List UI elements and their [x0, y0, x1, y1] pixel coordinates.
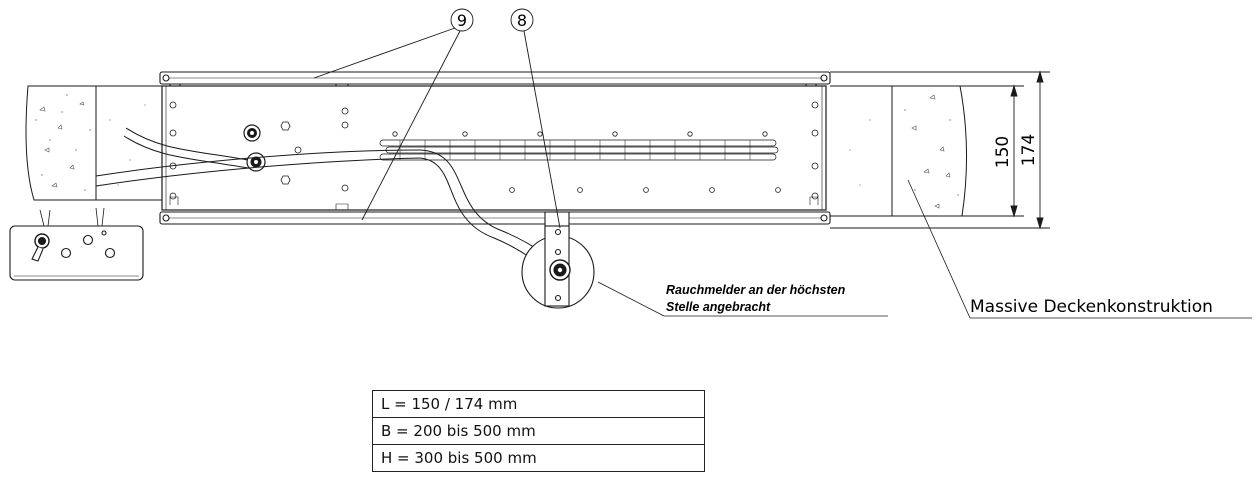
housing-body [161, 85, 827, 211]
dimension-outer-label: 174 [1019, 134, 1039, 166]
cable-gland-icon [243, 124, 266, 172]
smoke-detector-note-line2: Stelle angebracht [666, 300, 771, 314]
ceiling-leader [907, 179, 1252, 319]
spec-width: B = 200 bis 500 mm [372, 417, 705, 445]
concrete-ceiling-left [25, 85, 162, 201]
table-row: B = 200 bis 500 mm [372, 417, 705, 445]
table-row: L = 150 / 174 mm [372, 390, 705, 418]
top-rail [159, 71, 831, 99]
spec-table: L = 150 / 174 mm B = 200 bis 500 mm H = … [372, 390, 705, 472]
callout-8 [510, 8, 561, 229]
smoke-detector-note-line1: Rauchmelder an der höchsten [666, 283, 846, 297]
callout-9-label: 9 [457, 11, 467, 30]
callout-9 [313, 8, 474, 221]
bottom-rail [159, 211, 831, 225]
callout-8-label: 8 [517, 11, 527, 30]
dimension-inner-label: 150 [993, 136, 1013, 168]
smoke-detector-leader [597, 281, 888, 317]
ceiling-label: Massive Deckenkonstruktion [970, 297, 1213, 317]
control-unit [9, 207, 144, 281]
table-row: H = 300 bis 500 mm [372, 444, 705, 472]
smoke-detector [521, 211, 595, 309]
dimension-lines [830, 70, 1050, 230]
spec-height: H = 300 bis 500 mm [372, 444, 705, 472]
screw-holes [169, 101, 819, 200]
concrete-ceiling-right [830, 85, 968, 217]
spec-length: L = 150 / 174 mm [372, 390, 705, 418]
